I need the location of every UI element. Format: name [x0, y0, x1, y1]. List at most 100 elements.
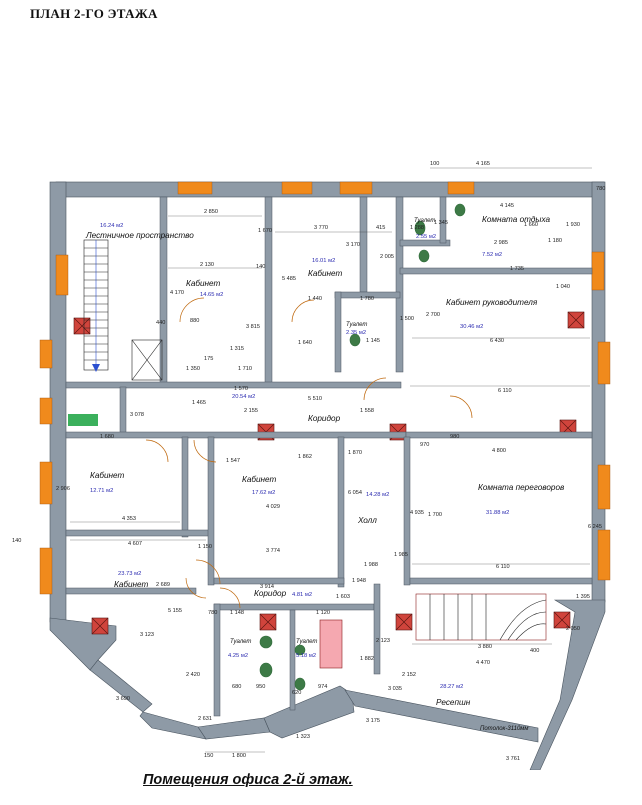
- dim-label: 2 050: [566, 626, 580, 632]
- interior-walls: [65, 196, 593, 717]
- dim-label: 1 680: [100, 434, 114, 440]
- dimension-labels: 100 4 165 780 2 850 3 770 415 1 288 1 34…: [12, 161, 605, 762]
- room-area-toilet1: 2.55 м2: [416, 234, 436, 240]
- room-label-recep: Ресепшн: [436, 698, 471, 707]
- dim-label: 3 880: [478, 644, 492, 650]
- dim-label: 4 470: [476, 660, 490, 666]
- dim-label: 5 485: [282, 276, 296, 282]
- room-area-corr1: 20.54 м2: [232, 394, 255, 400]
- room-area-cab2: 16.01 м2: [312, 258, 335, 264]
- exit-sign: [68, 414, 98, 426]
- room-label-toilet3: Туалет: [230, 639, 251, 645]
- room-label-toilet1: Туалет: [414, 218, 435, 224]
- dim-label: 1 862: [298, 454, 312, 460]
- room-area-rest: 7.52 м2: [482, 252, 502, 258]
- room-area-toilet3: 4.25 м2: [228, 653, 248, 659]
- room-label-cab5: Кабинет: [114, 580, 149, 589]
- dim-label: 4 170: [170, 290, 184, 296]
- room-area-corr2: 4.81 м2: [292, 592, 312, 598]
- columns: [73, 311, 585, 635]
- dim-label: 1 800: [232, 753, 246, 759]
- dim-label: 1 930: [566, 222, 580, 228]
- windows: [39, 181, 611, 595]
- dim-label: 1 395: [576, 594, 590, 600]
- dim-label: 3 123: [140, 632, 154, 638]
- dim-label: 415: [376, 225, 385, 231]
- dim-label: 6 054: [348, 490, 362, 496]
- room-label-toilet4: Туалет: [296, 639, 317, 645]
- dim-label: 4 165: [476, 161, 490, 167]
- dim-label: 1 870: [348, 450, 362, 456]
- room-label-stair: Лестничное пространство: [85, 231, 194, 240]
- dim-label: 3 035: [388, 686, 402, 692]
- dim-label: 2 689: [156, 582, 170, 588]
- dim-label: 1 882: [360, 656, 374, 662]
- room-area-toilet2: 2.35 м2: [346, 330, 366, 336]
- room-label-rest: Комната отдыха: [482, 215, 550, 224]
- room-label-toilet2: Туалет: [346, 322, 367, 328]
- room-area-toilet4: 5.18 м2: [296, 653, 316, 659]
- dim-label: 2 906: [56, 486, 70, 492]
- dim-label: 950: [256, 684, 265, 690]
- dim-label: 4 800: [492, 448, 506, 454]
- room-area-recep: 28.27 м2: [440, 684, 463, 690]
- dim-label: 1 500: [400, 316, 414, 322]
- dim-label: 175: [204, 356, 213, 362]
- room-area-cab5: 23.73 м2: [118, 571, 141, 577]
- dim-label: 680: [232, 684, 241, 690]
- dim-label: 1 735: [510, 266, 524, 272]
- dim-label: 2 420: [186, 672, 200, 678]
- dim-label: 1 670: [258, 228, 272, 234]
- dim-label: 1 288: [410, 225, 424, 231]
- dim-label: 1 345: [434, 220, 448, 226]
- dim-label: 2 152: [402, 672, 416, 678]
- page-title: ПЛАН 2-ГО ЭТАЖА: [30, 6, 158, 21]
- room-area-cab3: 12.71 м2: [90, 488, 113, 494]
- dim-label: 3 815: [246, 324, 260, 330]
- dim-label: 5 510: [308, 396, 322, 402]
- room-area-stair: 16.24 м2: [100, 223, 123, 229]
- dim-label: 6 110: [496, 564, 510, 570]
- dim-label: 100: [430, 161, 439, 167]
- floor-plan: Лестничное пространство 16.24 м2 Кабинет…: [12, 161, 611, 770]
- dim-label: 4 353: [122, 516, 136, 522]
- room-area-cab4: 17.62 м2: [252, 490, 275, 496]
- dim-label: 1 465: [192, 400, 206, 406]
- room-label-meet: Комната переговоров: [478, 483, 565, 492]
- plan-caption: Помещения офиса 2-й этаж.: [143, 772, 353, 788]
- doors: [145, 297, 473, 609]
- dim-label: 1 603: [336, 594, 350, 600]
- dim-label: 140: [256, 264, 265, 270]
- room-area-hall: 14.28 м2: [366, 492, 389, 498]
- dim-label: 3 761: [506, 756, 520, 762]
- bathtub: [319, 619, 343, 669]
- dim-label: 2 631: [198, 716, 212, 722]
- dim-label: 980: [450, 434, 459, 440]
- room-label-corr2: Коридор: [254, 589, 287, 598]
- dim-label: 1 440: [308, 296, 322, 302]
- sanitary-fixtures: [259, 203, 466, 691]
- dim-label: 1 948: [352, 578, 366, 584]
- dim-label: 1 710: [238, 366, 252, 372]
- dim-label: 3 774: [266, 548, 280, 554]
- dim-label: 2 155: [244, 408, 258, 414]
- stairs-left: [83, 239, 163, 381]
- dim-label: 6 430: [490, 338, 504, 344]
- room-label-hall: Холл: [357, 516, 377, 525]
- dim-label: 1 700: [428, 512, 442, 518]
- dimension-lines: [70, 167, 592, 753]
- dim-label: 1 180: [548, 238, 562, 244]
- dim-label: 620: [292, 690, 301, 696]
- room-label-cab2: Кабинет: [308, 269, 343, 278]
- dim-label: 4 029: [266, 504, 280, 510]
- room-label-corr1: Коридор: [308, 414, 341, 423]
- room-labels: Лестничное пространство 16.24 м2 Кабинет…: [85, 215, 565, 732]
- dim-label: 3 175: [366, 718, 380, 724]
- dim-label: 1 120: [316, 610, 330, 616]
- dim-label: 1 350: [186, 366, 200, 372]
- dim-label: 1 323: [296, 734, 310, 740]
- dim-label: 2 005: [380, 254, 394, 260]
- dim-label: 6 110: [498, 388, 512, 394]
- room-label-cab1: Кабинет: [186, 279, 221, 288]
- stairs-reception: [415, 593, 547, 641]
